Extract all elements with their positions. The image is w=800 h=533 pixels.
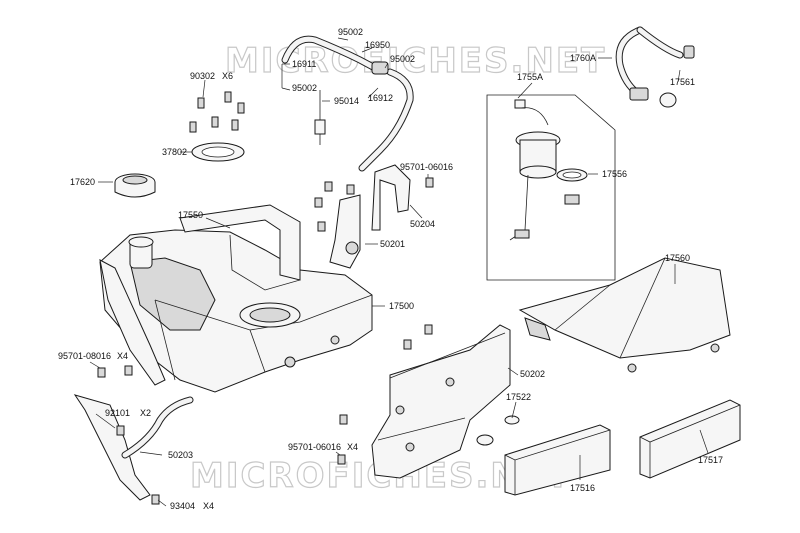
label-95002-right: 95002 xyxy=(390,54,415,64)
fuel-pump-inset xyxy=(486,94,616,281)
label-95014: 95014 xyxy=(334,96,359,106)
label-50201: 50201 xyxy=(380,239,405,249)
label-50203: 50203 xyxy=(168,450,193,460)
bracket-50201 xyxy=(329,194,361,269)
label-17560: 17560 xyxy=(665,253,690,263)
label-95002-left: 95002 xyxy=(292,83,317,93)
strap-50203 xyxy=(73,394,194,501)
label-93404: 93404 xyxy=(170,501,195,511)
leader-lines xyxy=(89,37,709,507)
label-17550: 17550 xyxy=(178,210,203,220)
label-16950: 16950 xyxy=(365,40,390,50)
skid-plate-17560 xyxy=(518,257,731,373)
label-95701-08016: 95701-08016 xyxy=(58,351,111,361)
label-17561: 17561 xyxy=(670,77,695,87)
label-17522: 17522 xyxy=(506,392,531,402)
label-17556: 17556 xyxy=(602,169,627,179)
label-16911: 16911 xyxy=(292,59,316,69)
small-bolts-mid xyxy=(314,177,434,232)
label-50204: 50204 xyxy=(410,219,435,229)
label-50202: 50202 xyxy=(520,369,545,379)
heat-shield-50202 xyxy=(371,324,511,479)
label-17620: 17620 xyxy=(70,177,95,187)
label-1755A: 1755A xyxy=(517,72,543,82)
label-95701-06016-bottom: 95701-06016 xyxy=(288,442,341,452)
pad-17517 xyxy=(639,399,741,479)
grommet-17522 xyxy=(476,415,520,446)
fuel-tank-17500 xyxy=(99,229,373,393)
label-16912: 16912 xyxy=(368,93,393,103)
gasket-37802 xyxy=(191,142,245,162)
fuel-cap-17620 xyxy=(114,173,156,198)
pad-17516 xyxy=(504,424,611,496)
label-95701-08016-qty: X4 xyxy=(117,351,128,361)
label-93404-qty: X4 xyxy=(203,501,214,511)
vent-hoses xyxy=(281,35,414,172)
label-90302: 90302 xyxy=(190,71,215,81)
bolts-90302 xyxy=(189,91,245,133)
label-92101-qty: X2 xyxy=(140,408,151,418)
label-17500: 17500 xyxy=(389,301,414,311)
label-92101: 92101 xyxy=(105,408,130,418)
bracket-50204 xyxy=(371,164,411,231)
label-17516: 17516 xyxy=(570,483,595,493)
label-1760A: 1760A xyxy=(570,53,596,63)
small-bolts-bottom xyxy=(97,324,433,505)
part-labels: 95002 16950 95002 16911 95002 95014 1691… xyxy=(58,27,723,511)
label-95701-06016-bottom-qty: X4 xyxy=(347,442,358,452)
tank-guard-17550 xyxy=(99,204,301,386)
label-95002-top: 95002 xyxy=(338,27,363,37)
label-17517: 17517 xyxy=(698,455,723,465)
hose-1760A xyxy=(615,26,695,108)
label-95701-06016-top: 95701-06016 xyxy=(400,162,453,172)
label-37802: 37802 xyxy=(162,147,187,157)
label-90302-qty: X6 xyxy=(222,71,233,81)
